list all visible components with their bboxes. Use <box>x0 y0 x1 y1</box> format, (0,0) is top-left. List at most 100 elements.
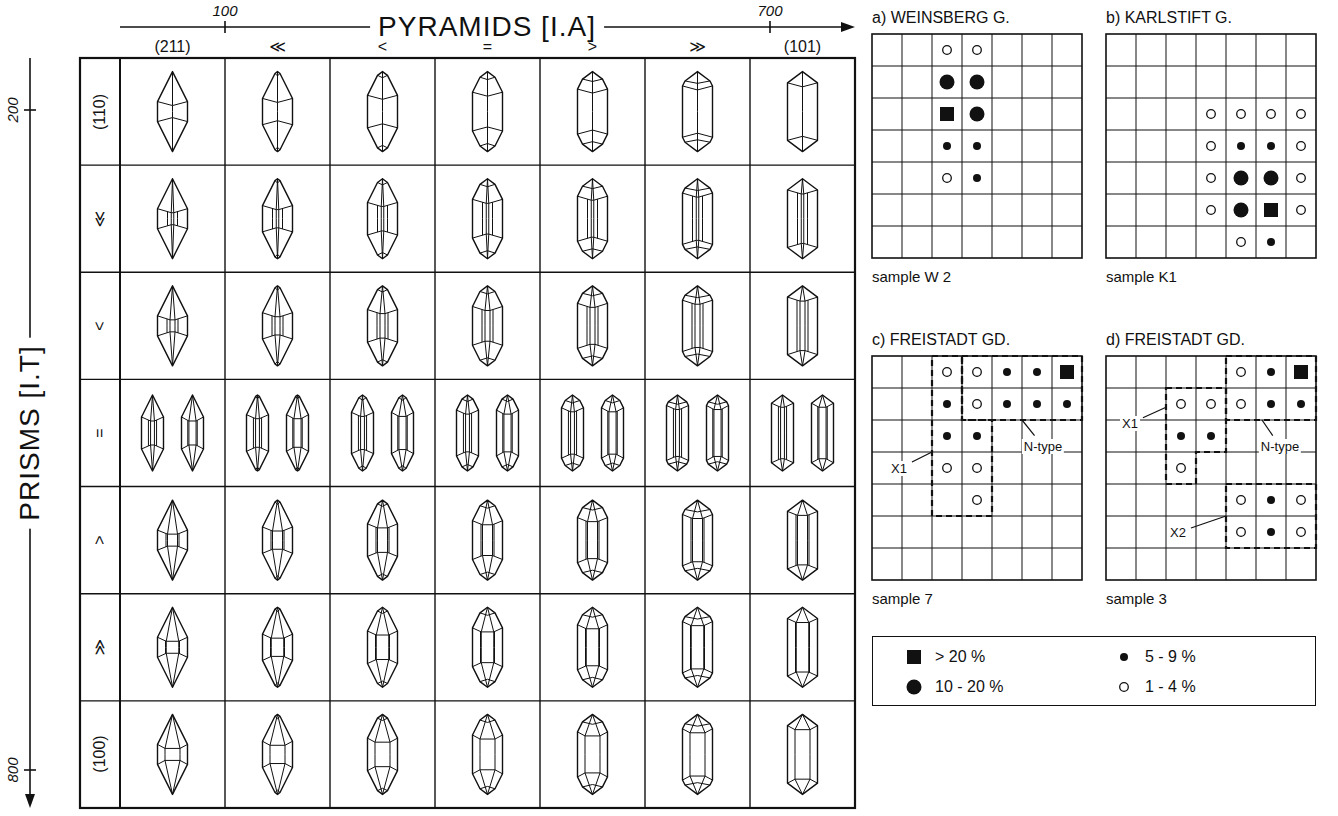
axis-arrowhead <box>841 22 855 32</box>
crystal-edge <box>578 303 608 307</box>
crystal-edge <box>465 433 466 452</box>
crystal-edge <box>668 462 686 464</box>
crystal-edge <box>617 433 618 455</box>
crystal-edge <box>158 637 188 641</box>
crystal-edge <box>368 738 398 742</box>
crystal-edge <box>568 411 569 433</box>
label-holder: = <box>92 428 108 437</box>
crystal-edge <box>158 744 188 748</box>
crystal-edge <box>691 518 692 540</box>
group-outline <box>1226 356 1316 420</box>
crystal-edge <box>817 407 818 433</box>
crystal-edge <box>368 552 398 556</box>
crystal-edge <box>586 666 592 688</box>
crystal-edge <box>378 75 388 77</box>
crystal-edge <box>808 647 809 672</box>
crystal-edge <box>377 540 378 552</box>
crystal-edge <box>275 73 280 75</box>
crystal-edge <box>153 445 155 471</box>
crystal-edge <box>702 519 703 541</box>
panel-title: a) WEINSBERG G. <box>872 10 1010 26</box>
crystal-edge <box>598 326 599 345</box>
frequency-ring <box>973 400 982 409</box>
crystal-edge <box>700 304 701 326</box>
frequency-square <box>940 107 954 121</box>
crystal-edge <box>398 433 399 450</box>
frequency-dot-small <box>1237 142 1245 150</box>
crystal-edge <box>387 219 388 232</box>
crystal-edge <box>583 293 603 295</box>
frequency-dot-small <box>1297 400 1305 408</box>
crystal-edge <box>473 234 503 238</box>
crystal-edge <box>705 733 706 755</box>
crystal-edge <box>713 433 714 456</box>
frequency-square <box>1264 203 1278 217</box>
crystal-edge <box>795 730 796 755</box>
row-header: (110) <box>92 93 108 129</box>
crystal-edge <box>503 433 504 452</box>
crystal-edge <box>480 679 495 681</box>
crystal-edge <box>469 433 470 452</box>
crystal-outline <box>788 179 818 259</box>
crystal-edge <box>795 622 796 647</box>
crystal-edge <box>179 540 180 547</box>
crystal-edge <box>282 208 283 218</box>
crystal-edge <box>275 286 278 317</box>
crystal-edge <box>780 433 781 459</box>
crystal-edge <box>797 326 798 352</box>
crystal-edge <box>272 219 273 229</box>
crystal-edge <box>586 607 592 629</box>
frequency-dot-small <box>1267 238 1275 246</box>
crystal-edge <box>502 399 513 401</box>
sample-label: sample K1 <box>1106 269 1177 284</box>
crystal-edge <box>302 418 303 433</box>
crystal-edge <box>368 767 398 771</box>
crystal-edge <box>486 203 487 218</box>
label-holder: X2 <box>1168 524 1188 540</box>
grid-line <box>872 130 1082 131</box>
crystal-edge <box>392 450 414 454</box>
frequency-ring <box>1237 496 1246 505</box>
crystal-edge <box>590 307 591 326</box>
crystal-edge <box>263 335 293 339</box>
crystal-edge <box>781 459 783 471</box>
grid-line <box>1256 34 1257 258</box>
crystal-edge <box>480 786 495 788</box>
crystal-edge <box>468 452 470 471</box>
group-label: X1 <box>1120 416 1140 431</box>
crystal-edge <box>608 412 609 433</box>
crystal-edge <box>481 607 487 632</box>
crystal-edge <box>668 402 686 404</box>
crystal-edge <box>383 219 384 231</box>
leader-line <box>912 452 932 462</box>
crystal-edge <box>153 395 155 421</box>
crystal-edge <box>695 326 696 348</box>
crystal-edge <box>177 219 178 226</box>
label-holder: (101) <box>784 39 821 55</box>
crystal-edge <box>282 219 283 229</box>
crystal-edge <box>685 140 710 142</box>
crystal-outline <box>578 72 608 152</box>
crystal-edge <box>173 225 174 259</box>
crystal-edge <box>170 326 171 332</box>
leader-line <box>1022 420 1035 436</box>
crystal-edge <box>378 788 388 790</box>
crystal-edge <box>593 237 594 259</box>
crystal-edge <box>196 421 197 433</box>
crystal-edge <box>703 303 704 326</box>
crystal-edge <box>275 181 280 183</box>
crystal-edge <box>593 607 599 629</box>
crystal-edge <box>788 779 818 783</box>
crystal-edge <box>685 247 710 249</box>
crystal-edge <box>698 607 704 625</box>
crystal-edge <box>378 718 388 720</box>
crystal-edge <box>193 395 197 421</box>
table-line <box>224 58 225 808</box>
crystal-edge <box>795 714 803 729</box>
crystal-edge <box>473 663 503 667</box>
grid-line <box>1136 356 1137 580</box>
legend-text: 5 - 9 % <box>1145 649 1196 665</box>
column-header: ≫ <box>689 39 706 55</box>
legend-symbol <box>903 677 925 697</box>
crystal-edge <box>483 556 488 581</box>
